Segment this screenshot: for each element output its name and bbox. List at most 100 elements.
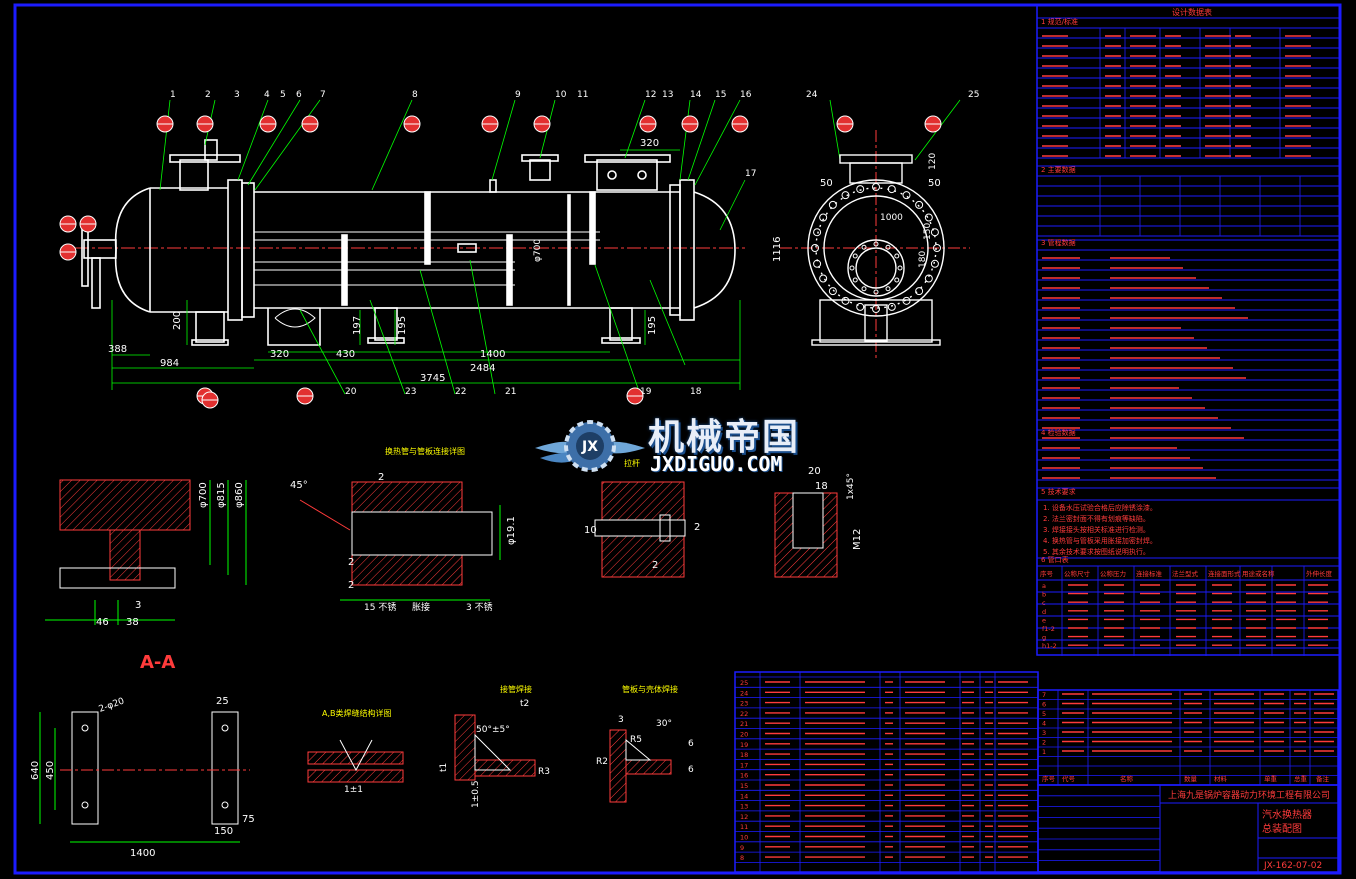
part-number-20: 20	[345, 387, 357, 397]
part-number-4: 4	[264, 90, 270, 100]
detail-rod	[594, 481, 686, 578]
bolt-hole	[841, 191, 850, 200]
bom-row-number: 9	[740, 844, 744, 852]
nozzle-header: 公称压力	[1100, 569, 1126, 578]
drawing-name: 总装配图	[1262, 822, 1302, 835]
bom-header: 单重	[1264, 774, 1278, 783]
bolt-hole	[856, 185, 865, 194]
product-name: 汽水换热器	[1262, 808, 1312, 821]
dim-d700: φ700	[533, 239, 543, 262]
bolt-hole	[856, 302, 865, 311]
detail-saddle	[39, 711, 250, 843]
dim-tube-2b: 2	[348, 557, 354, 568]
watermark: JX 机械帝国 JXDIGUO.COM	[530, 408, 830, 480]
nozzle-top-right	[596, 159, 658, 191]
part-number-22: 22	[455, 387, 466, 397]
nozzle-id: g	[1042, 634, 1046, 642]
dim-flange-38: 38	[126, 617, 139, 628]
left-head	[114, 187, 151, 313]
bom-row-number: 8	[740, 854, 744, 862]
dim-tube-19: φ19.1	[506, 516, 517, 545]
dim-weld-tt1: 1±1	[344, 785, 363, 795]
dim-388: 388	[108, 344, 127, 355]
bom-row-number: 20	[740, 731, 748, 739]
dim-50b: 50	[928, 178, 941, 189]
dim-195b: 195	[647, 316, 658, 335]
bolt-hole	[813, 259, 822, 268]
part-number-18: 18	[690, 387, 702, 397]
bom-row-number: 23	[740, 700, 748, 708]
table-dynamic-text: 序号公称尺寸公称压力连接标准法兰型式连接面形式用途或名称外伸长度abcdef1-…	[740, 35, 1334, 862]
spec-section-3: 3 管程数据	[1041, 238, 1076, 247]
part-number-3: 3	[234, 90, 240, 100]
bolt-hole	[872, 305, 880, 313]
dim-weld2-6b: 6	[688, 765, 694, 775]
spec-section-4: 4 检验数据	[1041, 428, 1076, 437]
part-number-25: 25	[968, 90, 979, 100]
dim-weld2-6a: 6	[688, 739, 694, 749]
nozzle-header: 外伸长度	[1306, 569, 1333, 578]
note-2: 2. 法兰密封面不得有划痕等缺陷。	[1043, 514, 1150, 523]
bolt-hole	[819, 213, 828, 222]
dim-flange-815: φ815	[216, 482, 227, 508]
spec-section-2: 2 主要数据	[1041, 165, 1076, 174]
right-head	[693, 191, 736, 309]
dim-rod-2b: 2	[652, 560, 658, 571]
nozzle-header: 序号	[1040, 569, 1054, 578]
part-number-23: 23	[405, 387, 416, 397]
nozzle-weld2-title: 管板与壳体焊接	[622, 684, 678, 694]
dim-150: 150	[923, 223, 933, 240]
dim-430: 430	[336, 349, 355, 360]
gear-wing-icon: JX	[535, 420, 645, 472]
note-3: 3. 焊接接头按相关标准进行检测。	[1043, 525, 1150, 534]
bom-row-number: 1	[1042, 748, 1046, 756]
bom-table-grid	[735, 672, 1338, 874]
nozzle-bolt-hole	[873, 289, 879, 295]
dim-flange-46: 46	[96, 617, 109, 628]
saddle-mid	[374, 307, 398, 341]
nozzle-bolt-hole	[885, 286, 891, 292]
bom-row-number: 4	[1042, 720, 1046, 728]
watermark-url: JXDIGUO.COM	[650, 452, 783, 476]
bolt-hole	[915, 287, 924, 296]
dim-hole-m12: M12	[852, 529, 863, 550]
bom-row-number: 21	[740, 720, 748, 728]
svg-text:JX: JX	[581, 439, 598, 455]
dim-984: 984	[160, 358, 179, 369]
dim-320: 320	[270, 349, 289, 360]
part-number-17: 17	[745, 169, 756, 179]
dim-1400: 1400	[480, 349, 505, 360]
detail-threaded-hole	[774, 492, 838, 578]
detail-flange	[45, 479, 247, 625]
nozzle-bolt-hole	[897, 265, 903, 271]
dim-tube-2a: 2	[378, 472, 384, 483]
dim-tube-3: 3 不锈	[466, 601, 493, 613]
nozzle-id: h1-2	[1042, 642, 1057, 650]
dim-saddle-75: 75	[242, 814, 255, 825]
dim-saddle-150: 150	[214, 826, 233, 837]
view-label-aa: A-A	[140, 652, 175, 673]
detail-tube-joint	[299, 481, 501, 601]
dim-weld-t1: t1	[439, 763, 449, 772]
bolt-hole	[930, 228, 939, 237]
dim-hole-20: 20	[808, 466, 821, 477]
spec-section-1: 1 规范/标准	[1041, 17, 1078, 26]
bom-row-number: 12	[740, 813, 748, 821]
dim-flange-3: 3	[135, 600, 141, 611]
nozzle-bolt-hole	[894, 277, 900, 283]
dim-weld2-30: 30°	[656, 719, 672, 729]
bom-header: 代号	[1062, 774, 1076, 783]
detail-welds	[307, 714, 672, 803]
nozzle-id: f1-2	[1042, 625, 1055, 633]
bolt-hole	[841, 296, 850, 305]
bolt-hole	[930, 259, 939, 268]
note-1: 1. 设备水压试验合格后应除锈涂漆。	[1043, 503, 1157, 512]
saddle-right	[609, 307, 633, 341]
nozzle-bolt-hole	[885, 244, 891, 250]
nozzle-bolt-hole	[861, 244, 867, 250]
nozzle-header: 法兰型式	[1172, 569, 1199, 578]
dim-saddle-450: 450	[45, 761, 56, 780]
bolt-hole	[811, 244, 819, 252]
bolt-hole	[887, 185, 896, 194]
